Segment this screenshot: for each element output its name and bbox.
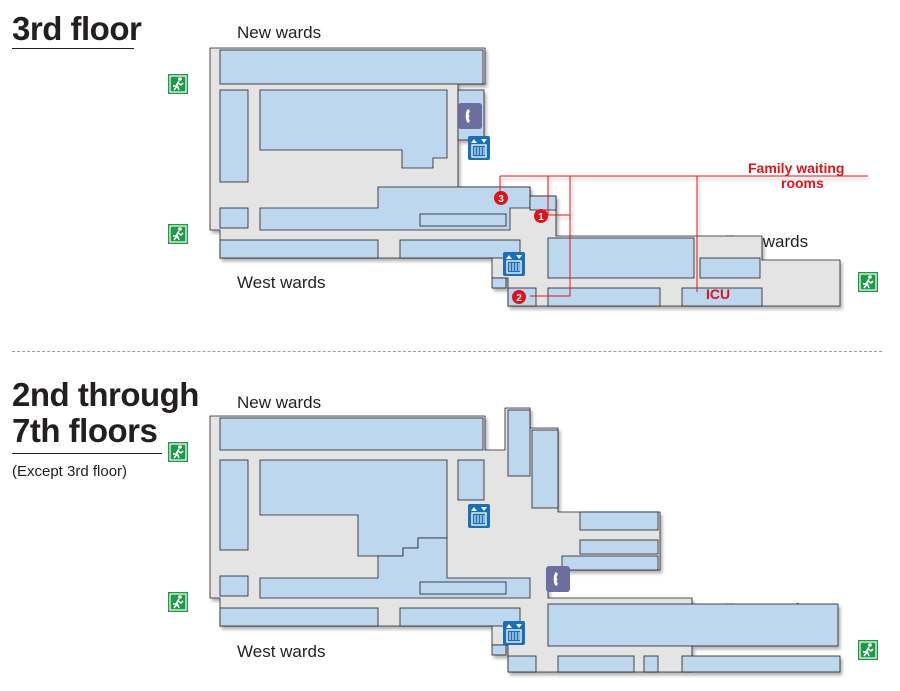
floor-3-title: 3rd floor — [12, 10, 142, 47]
floor-3-west-bottom-1 — [219, 239, 379, 259]
family-waiting-room-marker-3: 3 — [494, 191, 508, 205]
floor-3-small-2 — [491, 277, 507, 289]
floor-3-middle-inner — [419, 213, 507, 227]
emergency-exit-icon — [858, 272, 878, 292]
floors-2-7-north-strip-2 — [531, 429, 559, 509]
floors-2-7-east-wing-3 — [561, 555, 659, 571]
floors-2-7-subtitle: (Except 3rd floor) — [12, 463, 128, 480]
floors-2-7-east-wing-2 — [579, 539, 659, 555]
floors-2-7-title-underline — [12, 453, 162, 454]
floor-3-icu-label: ICU — [706, 286, 730, 302]
emergency-exit-icon — [168, 74, 188, 94]
floor-3-icu — [681, 287, 763, 307]
floors-2-7-title-line1: 2nd through — [12, 376, 199, 413]
telephone-icon — [546, 566, 570, 592]
floor-3-family-waiting-label-2: rooms — [781, 175, 824, 191]
floor-3-plan — [209, 47, 868, 307]
floors-2-7-west-bottom-2 — [399, 607, 521, 627]
elevator-icon — [468, 136, 490, 160]
floors-2-7-east-ward-bottom-3 — [681, 655, 841, 673]
emergency-exit-icon — [168, 592, 188, 612]
telephone-icon — [458, 103, 482, 129]
floors-2-7-middle-inner — [419, 581, 507, 595]
floor-3-east-ward-bottom-1 — [547, 287, 661, 307]
floor-3-west-wards-label: West wards — [237, 273, 326, 292]
floor-3-callout-lines — [499, 175, 868, 297]
svg-text:3: 3 — [498, 194, 504, 205]
floor-3-east-ward-main — [547, 237, 695, 279]
floors-2-7-east-ward-bottom-1 — [557, 655, 635, 673]
floor-3-new-ward-top — [219, 49, 484, 85]
emergency-exit-icon — [168, 224, 188, 244]
svg-text:2: 2 — [516, 293, 522, 304]
family-waiting-room-marker-1: 1 — [534, 209, 548, 223]
floors-2-7-east-ward-main — [547, 603, 839, 647]
floor-3-new-wards-label: New wards — [237, 23, 322, 42]
floors-2-7-west-left — [219, 575, 249, 597]
floors-2-7-title-line2: 7th floors — [12, 412, 158, 449]
family-waiting-room-marker-2: 2 — [512, 290, 526, 304]
elevator-icon — [468, 504, 490, 528]
floor-3-west-bottom-2 — [399, 239, 521, 259]
floor-3-center-strip — [529, 195, 557, 211]
floors-2-7-plan — [209, 407, 841, 673]
floor-3-family-waiting-label-1: Family waiting — [748, 160, 844, 176]
floors-2-7-east-ward-bottom-2 — [643, 655, 659, 673]
floors-2-7-west-bottom-1 — [219, 607, 379, 627]
floors-2-7-new-ward-top — [219, 417, 484, 451]
floors-2-7-west-wards-label: West wards — [237, 642, 326, 661]
floors-2-7-small-1 — [507, 655, 537, 673]
floors-2-7-new-ward-left — [219, 459, 249, 551]
floor-3-new-ward-left — [219, 89, 249, 183]
floors-2-7-new-wards-label: New wards — [237, 393, 322, 412]
emergency-exit-icon — [168, 442, 188, 462]
floors-2-7-new-ward-right — [457, 459, 485, 501]
floor-3-new-ward-center — [259, 89, 448, 169]
elevator-icon — [503, 252, 525, 276]
floor-3-west-left — [219, 207, 249, 229]
section-divider — [12, 351, 882, 352]
floors-2-7-north-strip-1 — [507, 409, 531, 477]
floor-3-title-underline — [12, 48, 134, 49]
floors-2-7-small-2 — [491, 644, 507, 656]
floors-2-7-east-wing-1 — [579, 511, 659, 531]
elevator-icon — [503, 621, 525, 645]
svg-text:1: 1 — [538, 212, 544, 223]
floor-3-east-ward-right — [699, 257, 761, 279]
emergency-exit-icon — [858, 640, 878, 660]
